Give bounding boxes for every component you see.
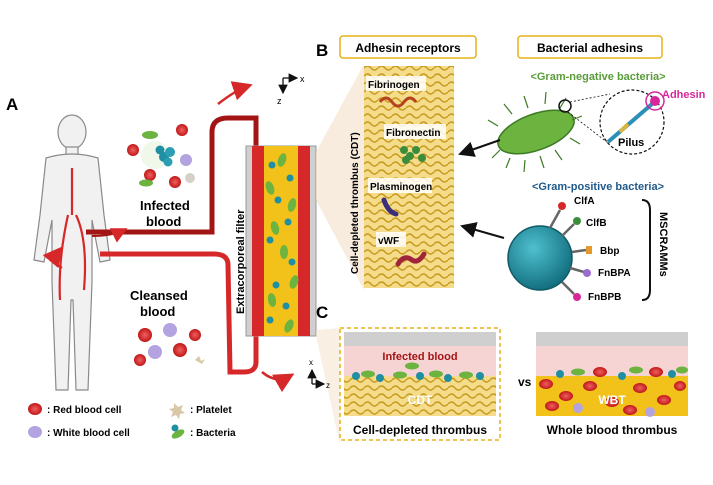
zoom-projection-c xyxy=(316,328,340,445)
mscramm-icons xyxy=(548,202,592,301)
fibrin-network xyxy=(364,66,454,288)
panel-label-a: A xyxy=(6,95,18,114)
cdt-panel xyxy=(339,327,501,441)
bacterial-adhesins-header xyxy=(517,35,663,59)
cdt-label: CDT xyxy=(408,393,433,407)
wbt-caption: Whole blood thrombus xyxy=(547,423,678,437)
mscramm-fnbpb: FnBPB xyxy=(588,292,621,303)
infected-blood-label-2: blood xyxy=(146,214,181,229)
infected-blood-label-c: Infected blood xyxy=(382,351,457,363)
panel-label-c: C xyxy=(316,303,328,322)
blood-vessel xyxy=(75,214,87,291)
gram-negative-label: <Gram-negative bacteria> xyxy=(530,71,665,83)
legend-bacteria-icon xyxy=(171,429,185,439)
mscramms-bracket xyxy=(641,199,651,301)
fibrinogen-molecule-icon xyxy=(378,96,418,108)
mscramms-label: MSCRAMMs xyxy=(657,212,669,277)
return-tube xyxy=(100,251,259,375)
zoom-line xyxy=(567,111,613,147)
legend-wbc-label: : White blood cell xyxy=(47,428,130,439)
bacterial-adhesins-header-text: Bacterial adhesins xyxy=(537,41,643,55)
adhesin-receptors-header xyxy=(339,35,477,59)
axis-x-label: x xyxy=(300,74,305,84)
infected-blood-label: Infected xyxy=(140,198,190,213)
cleansed-blood-label-2: blood xyxy=(140,304,175,319)
legend-rbc-label: : Red blood cell xyxy=(47,405,122,416)
receptor-vwf-label: vWF xyxy=(378,236,399,247)
plasminogen-molecule-icon xyxy=(381,197,399,217)
zoom-line xyxy=(569,93,611,103)
axis-x-label-c: x xyxy=(309,358,313,367)
pilus-icon xyxy=(606,102,654,144)
mscramm-bbp: Bbp xyxy=(600,246,619,257)
receptor-fibronectin-label: Fibronectin xyxy=(386,128,440,139)
arrow-to-infected xyxy=(91,228,128,243)
adhesin-receptors-header-text: Adhesin receptors xyxy=(355,41,461,55)
legend-bacteria-label: : Bacteria xyxy=(190,428,236,439)
coccus-bacterium-icon xyxy=(507,225,573,291)
legend: : Red blood cell : White blood cell : Pl… xyxy=(28,403,236,439)
legend-platelet-icon xyxy=(169,403,185,419)
mscramm-clfa: ClfA xyxy=(574,196,595,207)
wbt-panel xyxy=(536,332,688,417)
mscramm-fnbpa: FnBPA xyxy=(598,268,631,279)
vwf-molecule-icon xyxy=(395,251,427,267)
filter-label: Extracorporeal filter xyxy=(235,209,247,314)
rod-bacterium-icon xyxy=(487,91,583,173)
cdt-vertical-label: Cell-depleted thrombus (CDT) xyxy=(350,132,361,274)
gram-positive-label: <Gram-positive bacteria> xyxy=(532,181,664,193)
cdt-caption: Cell-depleted thrombus xyxy=(353,423,487,437)
vs-label: vs xyxy=(518,375,532,389)
wbt-label: WBT xyxy=(598,393,626,407)
pilus-label: Pilus xyxy=(618,137,644,149)
zoom-projection-b xyxy=(316,64,364,290)
arrow-up-filter xyxy=(217,81,253,105)
arrow-down-filter xyxy=(261,371,295,393)
panel-label-b: B xyxy=(316,41,328,60)
receptor-plasminogen-label: Plasminogen xyxy=(370,182,432,193)
arrow-gram-positive xyxy=(460,222,505,239)
arrow-return-body xyxy=(42,246,64,270)
infected-blood-cluster xyxy=(127,124,195,188)
fibronectin-molecule-icon xyxy=(400,146,426,164)
human-silhouette-icon xyxy=(33,114,111,391)
axis-z-label-c: z xyxy=(326,381,330,390)
axis-indicator-top: x z xyxy=(277,73,305,106)
legend-rbc-icon xyxy=(28,403,42,415)
axis-z-label: z xyxy=(277,96,282,106)
arrow-gram-negative xyxy=(458,139,501,157)
legend-wbc-icon xyxy=(28,426,42,438)
legend-platelet-label: : Platelet xyxy=(190,405,232,416)
extracorporeal-filter xyxy=(245,145,317,337)
receptor-fibrinogen-label: Fibrinogen xyxy=(368,80,420,91)
axis-indicator-bottom: z x xyxy=(307,358,330,390)
adhesin-label: Adhesin xyxy=(662,89,706,101)
cleansed-blood-label: Cleansed xyxy=(130,288,188,303)
adhesin-icon xyxy=(650,96,660,106)
mscramm-clfb: ClfB xyxy=(586,218,607,229)
cleansed-blood-cluster xyxy=(134,323,205,366)
